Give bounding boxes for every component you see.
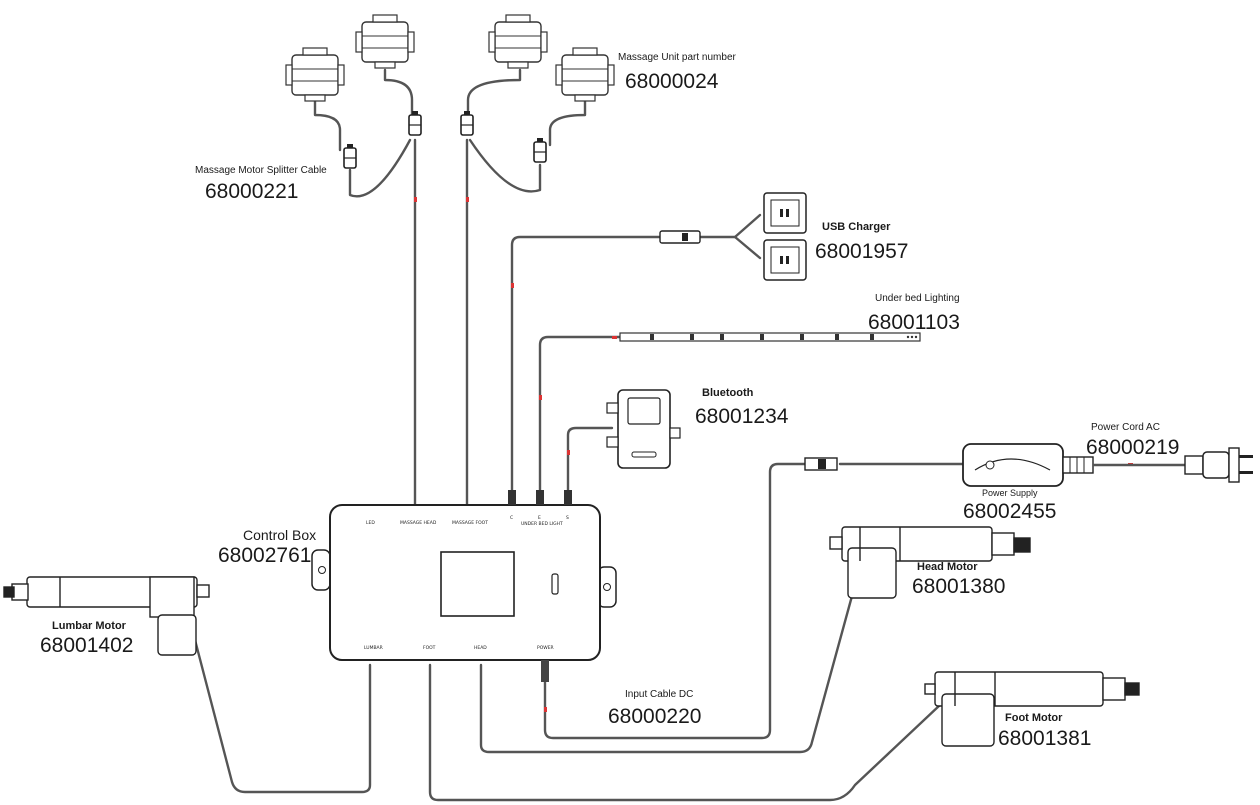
usb-charger-title: USB Charger: [822, 221, 891, 233]
cable-input-dc: [543, 462, 807, 740]
massage-unit-1: [285, 47, 345, 102]
port-led: LED: [366, 521, 375, 526]
foot-motor-part: 68001381: [998, 727, 1092, 750]
lumbar-motor-title: Lumbar Motor: [52, 620, 126, 632]
bluetooth-title: Bluetooth: [702, 387, 754, 399]
usb-charger-part: 68001957: [815, 240, 909, 263]
usb-charger: [659, 192, 807, 281]
cable-foot: [428, 663, 942, 802]
port-massage-head: MASSAGE HEAD: [400, 521, 437, 526]
lumbar-motor-part: 68001402: [40, 634, 134, 657]
lumbar-motor-body: [3, 576, 210, 656]
cable-head: [479, 583, 857, 754]
port-e: E: [538, 516, 541, 521]
port-power: POWER: [537, 646, 554, 651]
input-cable-part: 68000220: [608, 705, 702, 728]
power-cord-title: Power Cord AC: [1091, 422, 1160, 433]
power-supply-title: Power Supply: [982, 488, 1038, 498]
cable-lumbar: [193, 638, 372, 794]
foot-motor-title: Foot Motor: [1005, 712, 1063, 724]
input-cable-title: Input Cable DC: [625, 689, 694, 700]
port-under-bed-light: UNDER BED LIGHT: [521, 522, 563, 527]
splitter-left: [348, 138, 412, 198]
head-motor-part: 68001380: [912, 575, 1006, 598]
cable-massage-4: [548, 98, 587, 147]
port-s: S: [566, 516, 569, 521]
usb-split-top: [698, 213, 762, 239]
head-motor-title: Head Motor: [917, 561, 978, 573]
port-lumbar: LUMBAR: [364, 646, 383, 651]
bluetooth-module: [606, 389, 681, 469]
massage-unit-part: 68000024: [625, 70, 719, 93]
massage-splitter-part: 68000221: [205, 180, 299, 203]
massage-splitter-title: Massage Motor Splitter Cable: [195, 165, 327, 176]
massage-unit-3: [488, 14, 548, 69]
cable-bluetooth: [566, 426, 614, 507]
port-head: HEAD: [474, 646, 487, 651]
cable-massage-1: [313, 98, 342, 152]
cable-light: [538, 335, 622, 507]
usb-split-bottom: [733, 235, 762, 260]
under-bed-lighting-title: Under bed Lighting: [875, 293, 960, 304]
port-foot: FOOT: [423, 646, 436, 651]
cable-usb: [510, 235, 667, 507]
port-c: C: [510, 516, 514, 521]
power-supply-part: 68002455: [963, 500, 1057, 523]
port-massage-foot: MASSAGE FOOT: [452, 521, 488, 526]
foot-motor-body: [924, 671, 1140, 747]
massage-unit-title: Massage Unit part number: [618, 52, 736, 63]
cable-massage-2: [383, 68, 414, 120]
ac-plug: [1184, 447, 1253, 483]
light-strip: [619, 332, 921, 342]
control-box-part: 68002761: [218, 544, 312, 567]
splitter-right: [468, 138, 542, 193]
power-cord-part: 68000219: [1086, 436, 1180, 459]
bluetooth-part: 68001234: [695, 405, 789, 428]
control-box: [311, 490, 617, 682]
control-box-title: Control Box: [243, 527, 317, 543]
under-bed-lighting-part: 68001103: [868, 311, 960, 334]
massage-unit-2: [355, 14, 415, 69]
massage-unit-4: [555, 47, 615, 102]
cable-massage-3: [466, 68, 522, 120]
head-motor-body: [829, 526, 1031, 599]
